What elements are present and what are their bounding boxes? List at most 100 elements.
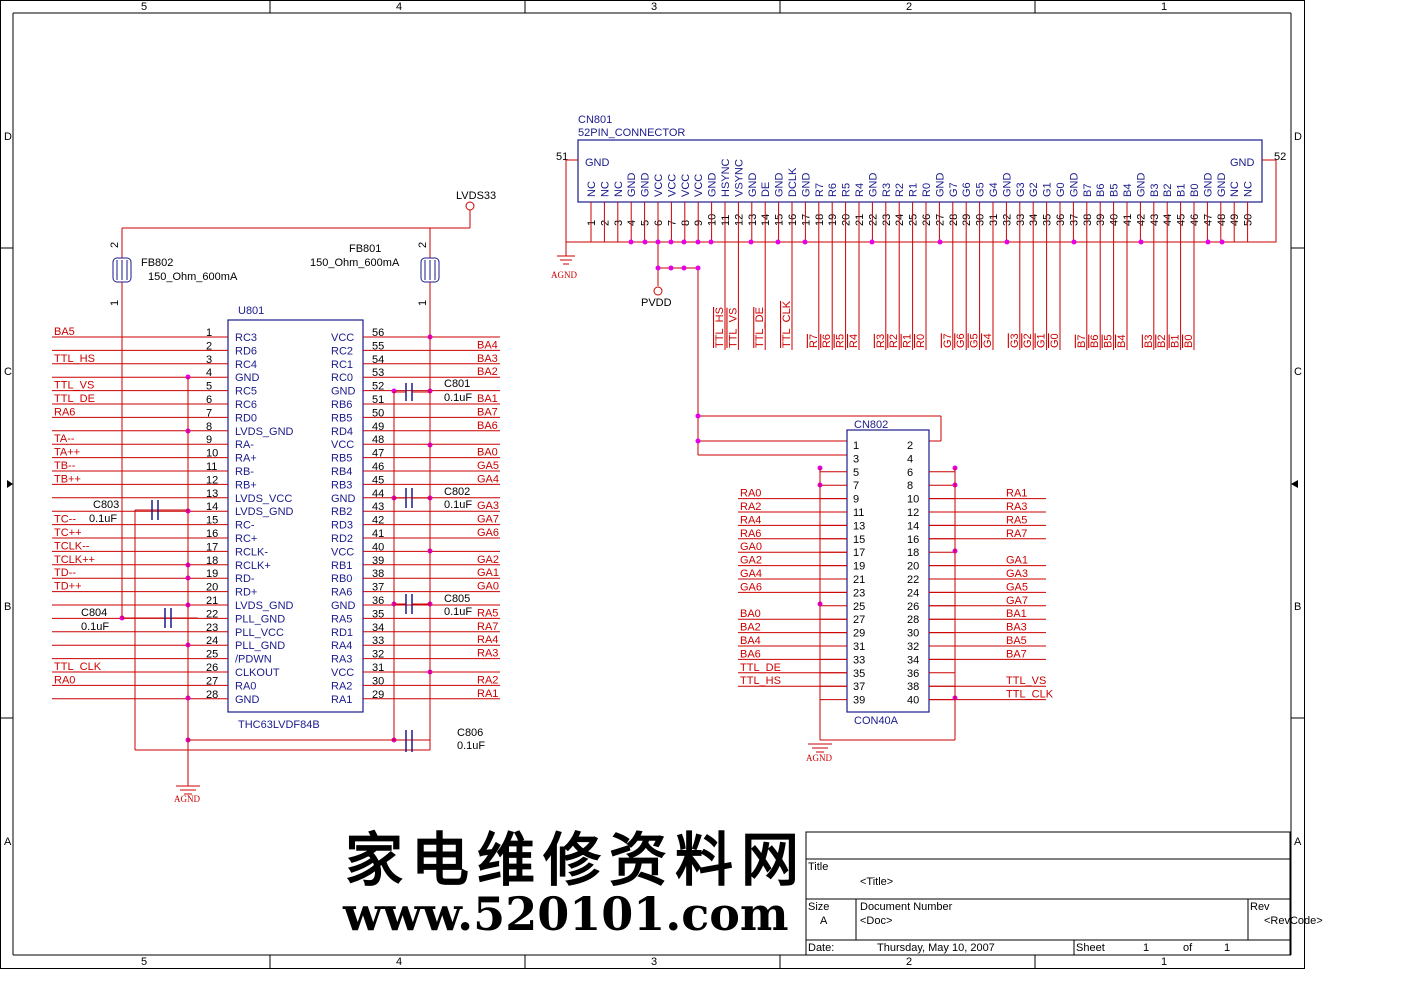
u801-right-net: GA5 [477, 460, 499, 472]
cn801-pin-name: GND [707, 173, 719, 198]
fb802-value: 150_Ohm_600mA [148, 271, 238, 283]
cn801-pin-number: 23 [881, 214, 893, 226]
cn802-left-net: GA6 [740, 581, 762, 593]
cn801-pin-name: NC [599, 181, 611, 197]
u801-right-net: RA2 [477, 674, 498, 686]
u801-left-pin-num: 17 [206, 541, 218, 553]
cap-c805 [394, 594, 430, 614]
cn801-pin-name: VSYNC [733, 159, 745, 197]
cn801-pin-number: 21 [854, 214, 866, 226]
cn801-net-label: G5 [969, 333, 981, 348]
border-row-right-d: D [1294, 131, 1302, 143]
u801-left-net: BA5 [54, 326, 75, 338]
u801-left-pin-num: 1 [206, 327, 212, 339]
u801-left-pin-name: LVDS_GND [235, 426, 294, 438]
u801-left-pin-name: RC4 [235, 359, 257, 371]
c806-value: 0.1uF [457, 740, 485, 752]
u801-right-pin-name: RA4 [331, 640, 352, 652]
fb801-pin1: 1 [417, 300, 429, 306]
cn801-pin-number: 43 [1149, 214, 1161, 226]
cn802-left-net: BA6 [740, 648, 761, 660]
u801-right-pin-name: GND [331, 493, 356, 505]
u801-right-pin-num: 40 [372, 541, 384, 553]
u801-right-pin-num: 30 [372, 675, 384, 687]
cn801-pin-number: 10 [707, 214, 719, 226]
u801-right-net: GA3 [477, 500, 499, 512]
border-col-bot-4: 4 [396, 956, 402, 968]
u801-left-net: TTL_DE [54, 393, 95, 405]
u801-left-pin-num: 12 [206, 474, 218, 486]
cn801-pin-name: G6 [961, 182, 973, 197]
cn801-pin-name: GND [934, 173, 946, 198]
cap-c804 [164, 608, 172, 628]
c801-ref: C801 [444, 378, 470, 390]
u801-left-pin-name: RD6 [235, 345, 257, 357]
u801-right-pin-num: 36 [372, 595, 384, 607]
cn802-right-pin-num: 14 [907, 520, 919, 532]
u801-right-pin-name: RB3 [331, 479, 352, 491]
c803-value: 0.1uF [89, 513, 117, 525]
cn801-pin-number: 14 [760, 214, 772, 226]
u801-right-net: BA7 [477, 406, 498, 418]
fb801-value: 150_Ohm_600mA [310, 257, 400, 269]
u801-right-net: BA0 [477, 447, 498, 459]
cn801-pin-name: R2 [894, 183, 906, 197]
cn801-junctions [628, 239, 1225, 444]
cn801-pin-name: NC [586, 181, 598, 197]
cn801-net-label: TTL_CLK [781, 300, 793, 348]
cn801-pin-name: G0 [1055, 182, 1067, 197]
fb802-pin2: 2 [109, 242, 121, 248]
cn801-net-label: R5 [835, 334, 847, 348]
size-label: Size [808, 901, 829, 913]
cn801-pin-name: GND [1216, 173, 1228, 198]
fb801-bead [420, 257, 440, 300]
u801-right-pin-name: RD1 [331, 627, 353, 639]
docnum-label: Document Number [860, 901, 953, 913]
u801-right-net: RA1 [477, 688, 498, 700]
u801-right-net: BA6 [477, 420, 498, 432]
u801-left-pin-name: RB+ [235, 479, 257, 491]
u801-left-pin-name: RD+ [235, 587, 257, 599]
cn801-net-label: G6 [955, 333, 967, 348]
cn801-pin-name: B7 [1082, 184, 1094, 197]
cn802-right-net: RA3 [1006, 501, 1027, 513]
cn801-wiring [557, 160, 1277, 456]
u801-right-pin-num: 31 [372, 662, 384, 674]
cn801-end-left-name: GND [585, 157, 610, 169]
cn801-pin-number: 40 [1109, 214, 1121, 226]
u801-left-pin-name: PLL_GND [235, 640, 285, 652]
cn801-pin-number: 24 [894, 214, 906, 226]
cn801-pin-name: B4 [1122, 184, 1134, 197]
cn801-pin-name: G1 [1042, 182, 1054, 197]
u801-right-pin-name: GND [331, 600, 356, 612]
u801-right-pin-num: 52 [372, 381, 384, 393]
c806-ref: C806 [457, 727, 483, 739]
cn801-pin-name: GND [867, 173, 879, 198]
u801-right-net: GA1 [477, 567, 499, 579]
cn801-net-label: B2 [1156, 335, 1168, 348]
u801-left-pin-num: 8 [206, 421, 212, 433]
cn801-net-label: R7 [808, 334, 820, 348]
cn802-right-pin-num: 40 [907, 695, 919, 707]
c803-ref: C803 [93, 499, 119, 511]
c805-ref: C805 [444, 593, 470, 605]
u801-right-net: BA3 [477, 353, 498, 365]
u801-left-pin-num: 5 [206, 381, 212, 393]
u801-left-net: RA0 [54, 674, 75, 686]
u801-agnd: AGND [174, 794, 200, 804]
cn801-pin-name: R1 [908, 183, 920, 197]
cn802-right-pin-num: 4 [907, 453, 913, 465]
u801-right-pin-name: RA6 [331, 587, 352, 599]
date-label: Date: [808, 942, 834, 954]
cn801-pin-number: 42 [1135, 214, 1147, 226]
cn801-pin-number: 29 [961, 214, 973, 226]
cn801-net-label: R1 [902, 334, 914, 348]
cn801-pin-name: GND [640, 173, 652, 198]
cn801-pin-name: GND [1068, 173, 1080, 198]
u801-right-net: GA6 [477, 527, 499, 539]
cn801-pin-name: R0 [921, 183, 933, 197]
u801-right-pin-name: RD4 [331, 426, 353, 438]
u801-left-pin-num: 7 [206, 407, 212, 419]
